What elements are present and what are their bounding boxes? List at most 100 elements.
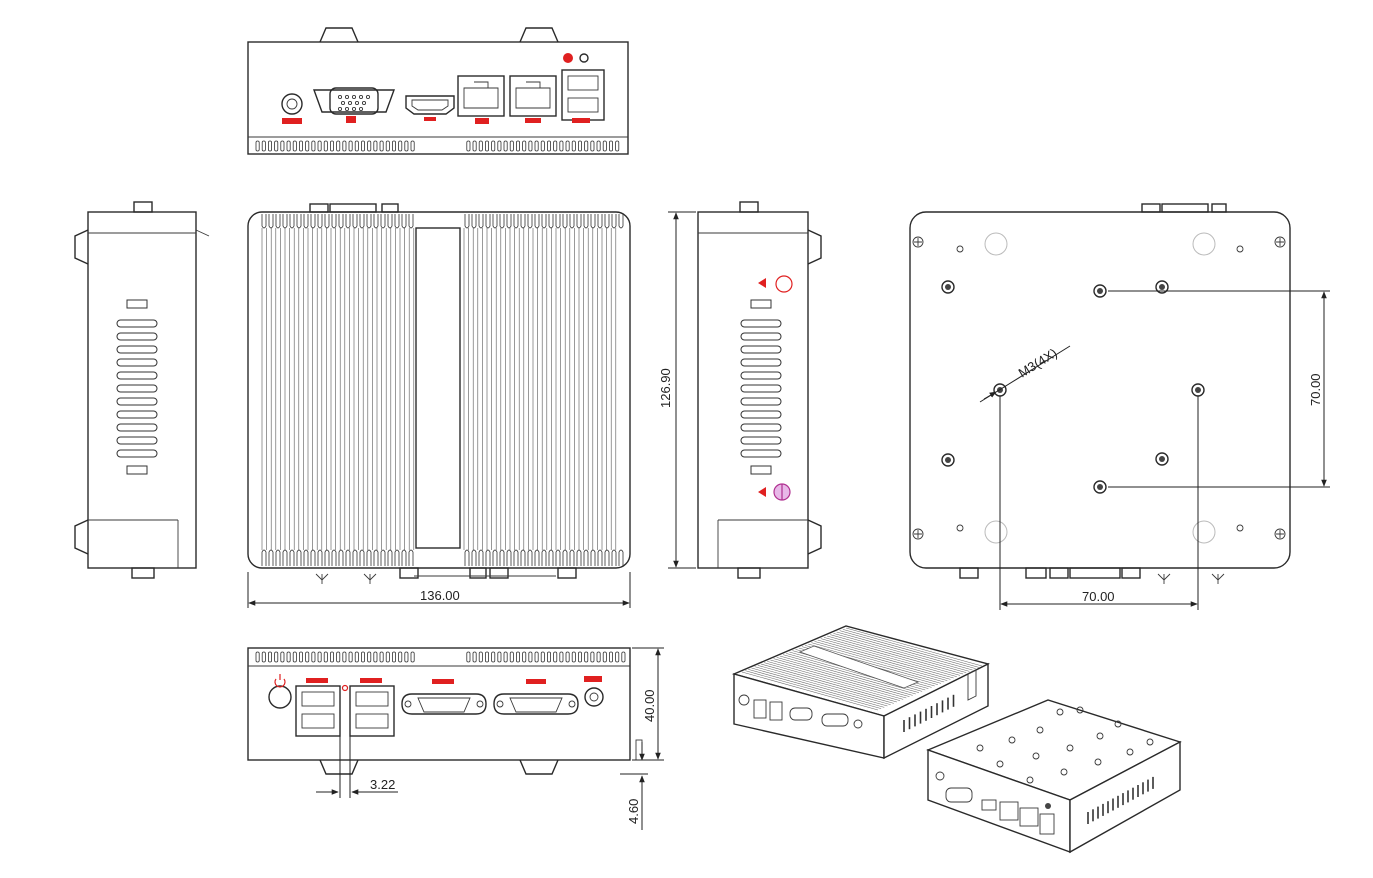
vent-slot xyxy=(540,651,545,663)
iso-fin xyxy=(830,634,967,673)
corner-screws xyxy=(912,236,1286,540)
rear-vent-slots xyxy=(255,140,620,152)
vent-slot xyxy=(342,140,347,152)
vent-slot xyxy=(602,651,607,663)
vent-slot xyxy=(311,140,316,152)
vent-slot xyxy=(547,140,552,152)
fin-tooth xyxy=(387,214,393,229)
fin-tooth xyxy=(478,549,484,566)
vent-slot xyxy=(126,465,148,475)
vent-slot xyxy=(385,651,390,663)
fin-tooth xyxy=(492,549,498,566)
fin-tooth xyxy=(499,549,505,566)
vent-slot xyxy=(292,140,297,152)
vent-slot xyxy=(509,140,514,152)
heatsink-fins xyxy=(261,228,617,550)
vent-slot xyxy=(274,651,279,663)
vent-slot xyxy=(553,651,558,663)
vent-slot xyxy=(360,651,365,663)
vent-slot xyxy=(472,651,477,663)
vent-slot xyxy=(348,140,353,152)
fin-tooth xyxy=(492,214,498,229)
vent-slot xyxy=(305,140,310,152)
fin-tooth xyxy=(555,549,561,566)
fin-tooth xyxy=(345,549,351,566)
fin-tooth xyxy=(520,549,526,566)
vent-slot xyxy=(329,651,334,663)
mount-spacing-y-dimension: 70.00 xyxy=(1108,290,1330,488)
fin-tooth xyxy=(275,214,281,229)
vent-slot xyxy=(373,140,378,152)
power-button xyxy=(268,674,292,709)
vent-slot xyxy=(516,651,521,663)
vent-slot xyxy=(367,651,372,663)
vent-slot xyxy=(317,140,322,152)
fin-tooth xyxy=(464,214,470,229)
fin-tooth xyxy=(569,214,575,229)
left-vent-slots xyxy=(116,299,158,475)
vent-slot xyxy=(410,651,415,663)
vent-slot xyxy=(584,651,589,663)
fin-tooth xyxy=(604,549,610,566)
vent-slot xyxy=(261,140,266,152)
fin-tooth xyxy=(562,214,568,229)
vent-slot xyxy=(404,140,409,152)
vent-slot xyxy=(336,651,341,663)
iso-fin xyxy=(817,639,954,679)
width-dimension: 136.00 xyxy=(247,572,631,608)
fin-tooth xyxy=(583,214,589,229)
vent-slot xyxy=(565,651,570,663)
front-panel-view xyxy=(247,647,643,775)
fin-tooth xyxy=(520,214,526,229)
iso-fin xyxy=(745,670,882,709)
vent-slot xyxy=(348,651,353,663)
vent-slot xyxy=(509,651,514,663)
iso-fin xyxy=(820,638,957,677)
vent-slot xyxy=(740,423,782,432)
mount-spacing-y-label: 70.00 xyxy=(1308,373,1323,406)
vent-slot xyxy=(522,140,527,152)
fin-tooth xyxy=(303,214,309,229)
vent-slot xyxy=(596,140,601,152)
fin-tooth xyxy=(576,549,582,566)
vent-slot xyxy=(559,651,564,663)
height-dimension: 40.00 xyxy=(632,647,664,761)
fin-tooth xyxy=(506,214,512,229)
vent-slot xyxy=(547,651,552,663)
vent-slot xyxy=(311,651,316,663)
vent-slot xyxy=(596,651,601,663)
fin-tooth xyxy=(499,214,505,229)
front-vent-slots xyxy=(255,651,626,663)
fin-tooth xyxy=(324,549,330,566)
vent-slot xyxy=(472,140,477,152)
vent-slot xyxy=(280,140,285,152)
vent-slot xyxy=(379,651,384,663)
vent-slot xyxy=(398,140,403,152)
vent-slot xyxy=(336,140,341,152)
iso-fin xyxy=(833,633,970,672)
isometric-view-top xyxy=(731,625,990,760)
fin-tooth xyxy=(471,549,477,566)
vent-slot xyxy=(740,371,782,380)
vent-slot xyxy=(615,651,620,663)
status-led-indicator xyxy=(758,275,793,293)
vent-slot xyxy=(286,651,291,663)
fin-teeth xyxy=(261,214,624,566)
vent-slot xyxy=(116,436,158,445)
serial-port-com2 xyxy=(493,679,579,715)
usb-gap-dimension: 3.22 xyxy=(316,736,398,798)
iso-fin xyxy=(823,637,961,676)
vent-slot xyxy=(497,140,502,152)
vent-slot xyxy=(740,436,782,445)
vent-slot xyxy=(621,651,626,663)
bottom-view: M3(4X) 70.00 70.00 xyxy=(909,203,1330,610)
vent-slot xyxy=(590,651,595,663)
vent-slot xyxy=(116,332,158,341)
vent-slot xyxy=(491,140,496,152)
fin-tooth xyxy=(527,549,533,566)
iso-fin xyxy=(808,643,945,683)
vent-slot xyxy=(522,651,527,663)
fin-tooth xyxy=(345,214,351,229)
fin-tooth xyxy=(331,549,337,566)
fin-tooth xyxy=(359,549,365,566)
